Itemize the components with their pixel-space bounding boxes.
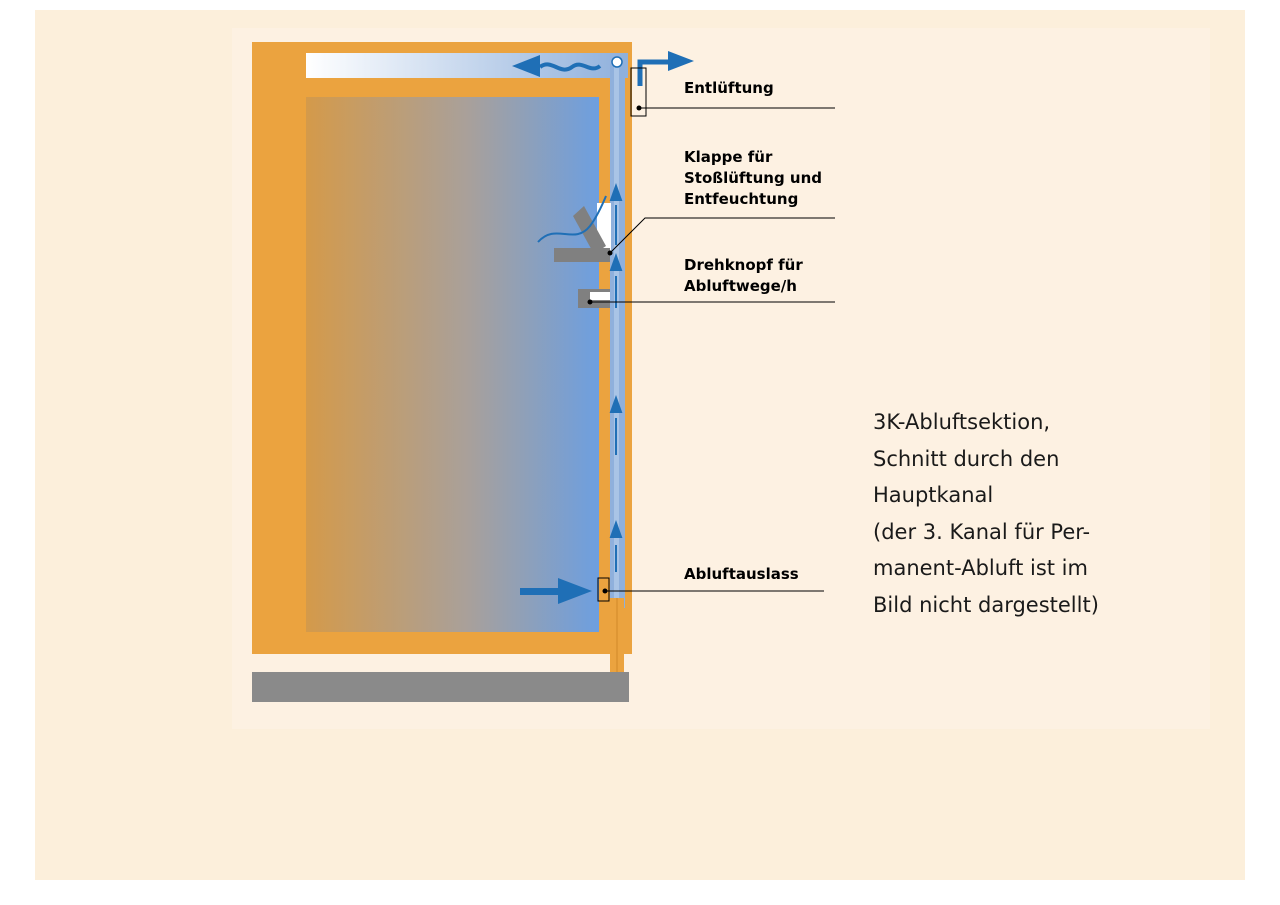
label-drehknopf-line-2: Abluftwege/h xyxy=(684,277,797,295)
rotary-knob-window xyxy=(590,292,610,300)
leader-dot-klappe xyxy=(607,250,613,256)
channel-inner xyxy=(614,64,619,608)
caption-line-5: manent-Abluft ist im xyxy=(873,556,1088,581)
pivot-point xyxy=(611,56,623,68)
vent-arrow-shaft xyxy=(637,59,668,86)
label-klappe: Klappe für Stoßlüftung und Entfeuchtung xyxy=(684,147,822,210)
ventilation-flap xyxy=(573,206,606,254)
floor-slab xyxy=(252,672,629,702)
room-section xyxy=(306,97,599,632)
leader-dot-auslass xyxy=(602,588,608,594)
caption-line-3: Hauptkanal xyxy=(873,483,994,508)
label-entlueftung: Entlüftung xyxy=(684,79,774,97)
inlet-arrow-head xyxy=(558,578,592,604)
air-stream-line xyxy=(537,195,607,243)
channel-arrows xyxy=(609,183,623,572)
exhaust-arrow-head xyxy=(512,55,540,77)
right-wall-strip xyxy=(626,108,632,654)
leader-lines xyxy=(590,67,835,602)
caption-line-1: 3K-Abluftsektion, xyxy=(873,410,1051,434)
label-klappe-line-2: Stoßlüftung und xyxy=(684,169,822,187)
caption-line-2: Schnitt durch den xyxy=(873,446,1060,471)
label-klappe-line-1: Klappe für xyxy=(684,148,773,166)
inlet-arrow-shaft xyxy=(520,588,560,595)
flap-base xyxy=(554,248,610,262)
caption-line-6: Bild nicht dargestellt) xyxy=(873,592,1099,617)
leader-dot-drehknopf xyxy=(587,299,593,305)
figure-caption: 3K-Abluftsektion, Schnitt durch den Haup… xyxy=(873,404,1099,624)
exhaust-arrow-wave xyxy=(538,62,602,72)
leader-dot-entlueftung xyxy=(636,105,642,111)
label-abluftauslass: Abluftauslass xyxy=(684,565,799,583)
label-klappe-line-3: Entfeuchtung xyxy=(684,190,799,208)
label-drehknopf: Drehknopf für Abluftwege/h xyxy=(684,255,803,297)
label-drehknopf-line-1: Drehknopf für xyxy=(684,256,803,274)
caption-line-4: (der 3. Kanal für Per- xyxy=(873,519,1091,544)
vent-arrow-head xyxy=(668,51,694,71)
